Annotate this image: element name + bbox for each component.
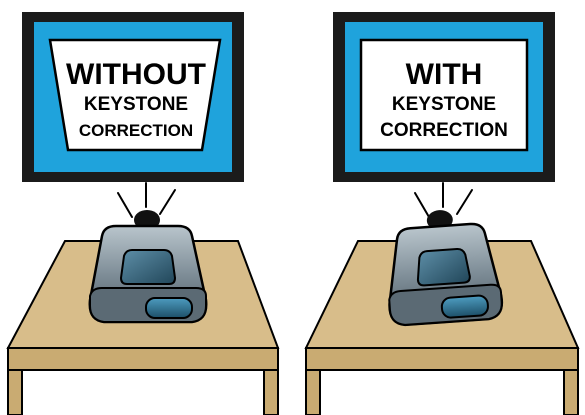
right-projector [383,206,503,326]
right-panel-line3: CORRECTION [380,120,508,141]
left-scene: WITHOUT KEYSTONE CORRECTION [8,12,278,415]
left-panel-line1: WITHOUT [66,58,206,91]
right-table-leg-left [306,370,320,415]
right-panel-line1: WITH [406,58,483,91]
right-screen: WITH KEYSTONE CORRECTION [333,12,555,182]
left-projector-lens [146,298,192,318]
right-panel-line2: KEYSTONE [392,94,496,115]
right-scene: WITH KEYSTONE CORRECTION [306,12,578,415]
left-projector [90,210,206,322]
right-table-leg-right [564,370,578,415]
right-projector-top-panel [416,248,470,286]
left-table-leg-right [264,370,278,415]
right-projector-lens [441,295,488,318]
left-panel-line2: KEYSTONE [84,94,188,115]
left-panel-line3: CORRECTION [79,121,193,140]
right-table-apron [306,348,578,370]
left-table-apron [8,348,278,370]
left-projector-top-panel [121,250,175,284]
left-screen: WITHOUT KEYSTONE CORRECTION [22,12,244,182]
left-table-leg-left [8,370,22,415]
